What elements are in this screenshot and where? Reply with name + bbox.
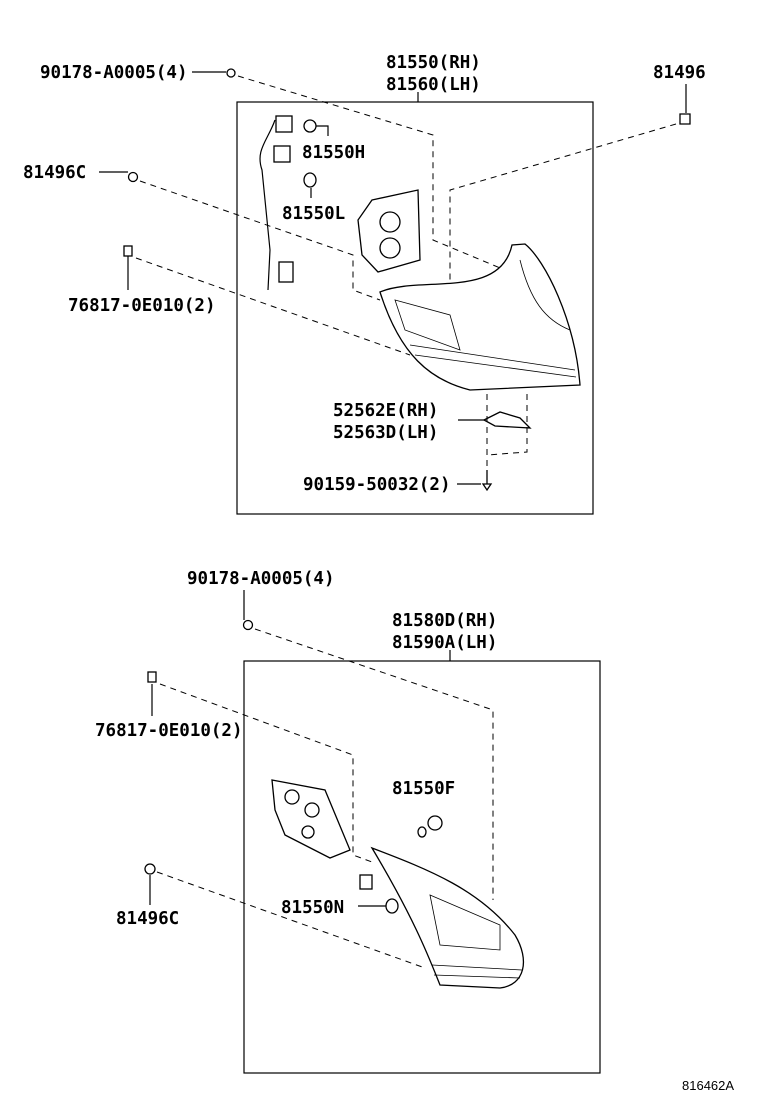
label-clip-c-2: 81496C [116,909,179,929]
socket-icon [275,115,293,133]
bulb-l-icon [303,172,317,188]
label-clip-c: 81496C [23,163,86,183]
gasket-2 [271,779,351,859]
wire-harness [259,119,276,291]
label-nut: 90178-A0005(4) [40,63,188,83]
label-nut-2: 90178-A0005(4) [187,569,335,589]
lower-assembly [144,590,601,1074]
nut-icon [226,68,236,78]
label-clip: 81496 [653,63,706,83]
label-title-rh-2: 81580D(RH) [392,611,497,631]
inner-rear-lamp [370,846,524,989]
label-socket-n: 81550N [281,898,344,918]
label-title-rh: 81550(RH) [386,53,481,73]
clip-icon [679,113,691,125]
rear-combination-lamp [379,243,581,391]
cushion-icon [123,245,133,257]
label-cushion: 76817-0E010(2) [68,296,216,316]
clip-c-icon [127,171,139,183]
socket-n-icon [359,874,373,890]
label-cushion-2: 76817-0E010(2) [95,721,243,741]
label-bracket-lh: 52563D(LH) [333,423,438,443]
bulb-icon [303,119,317,133]
label-socket-l: 81550L [282,204,345,224]
label-socket-f: 81550F [392,779,455,799]
diagram-code: 816462A [682,1078,734,1093]
bracket-icon [482,411,532,429]
label-title-lh: 81560(LH) [386,75,481,95]
socket-f-icon [427,815,443,831]
screw-icon [481,470,493,492]
nut-icon-2 [242,619,254,631]
clip-c-icon-2 [144,863,156,875]
label-socket-h: 81550H [302,143,365,163]
lower-assembly-frame [243,660,601,1074]
label-screw: 90159-50032(2) [303,475,451,495]
upper-assembly [99,68,691,515]
upper-assembly-frame [236,101,594,515]
label-title-lh-2: 81590A(LH) [392,633,497,653]
cushion-icon-2 [147,671,157,683]
label-bracket-rh: 52562E(RH) [333,401,438,421]
